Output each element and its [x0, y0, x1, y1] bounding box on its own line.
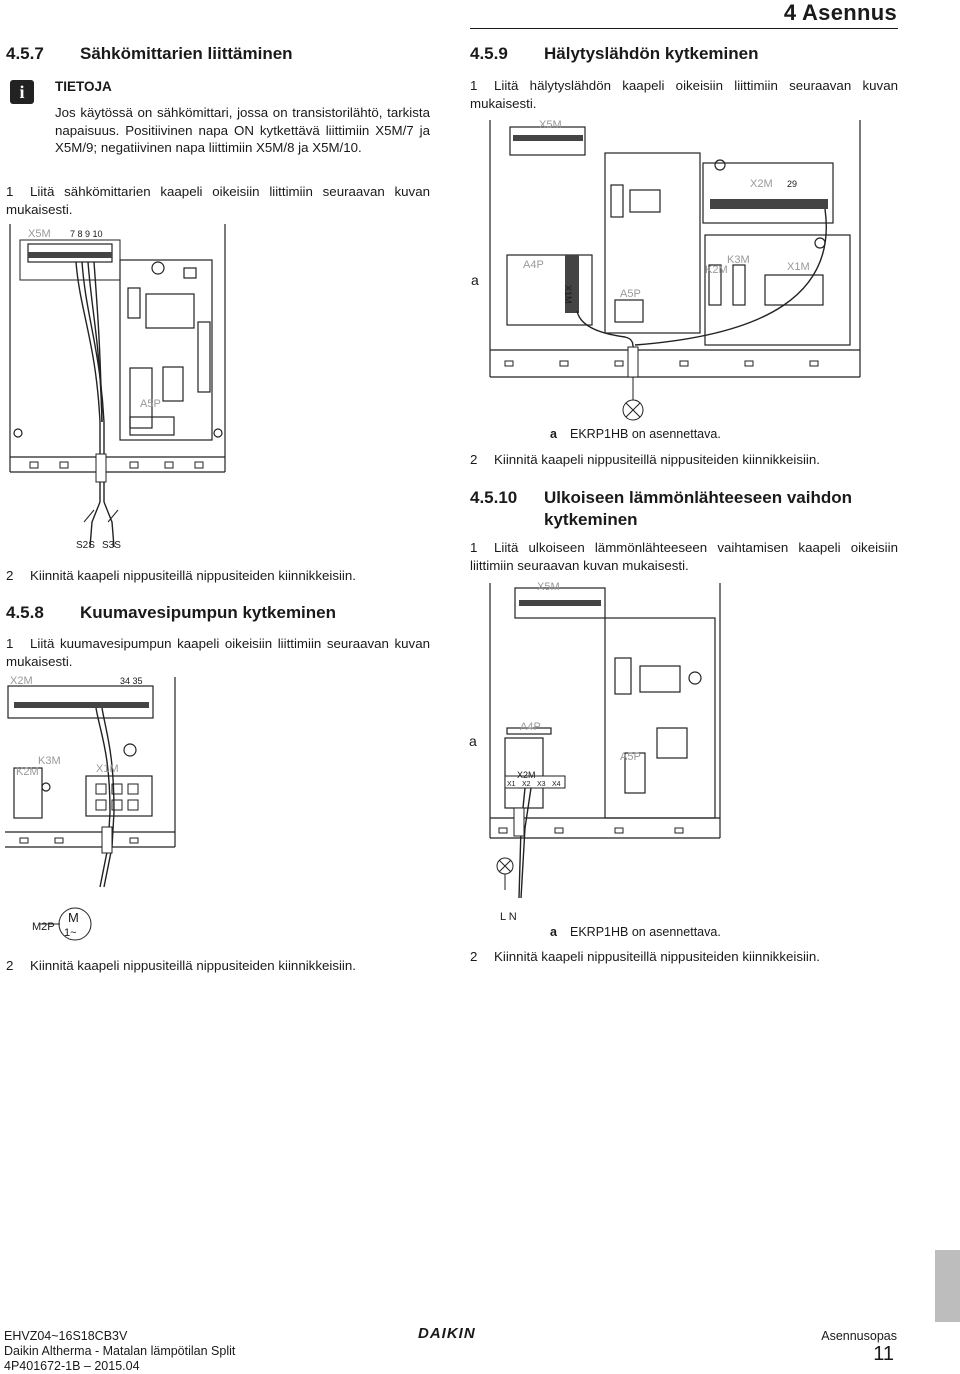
legend-4-5-9: a EKRP1HB on asennettava. — [550, 427, 721, 441]
step-2-4-5-7: 2 Kiinnitä kaapeli nippusiteillä nippusit… — [6, 567, 430, 585]
footer-doc-number: 4P401672-1B – 2015.04 — [4, 1359, 140, 1373]
x1m-vertical: X1M — [563, 285, 573, 304]
marker-a: a — [469, 733, 477, 749]
step-number: 2 — [470, 949, 478, 964]
step-text: Liitä kuumavesipumpun kaapeli oikeisiin … — [6, 636, 430, 669]
board-label: A5P — [140, 398, 161, 410]
legend-4-5-10: a EKRP1HB on asennettava. — [550, 925, 721, 939]
note-text: Jos käytössä on sähkömittari, jossa on t… — [55, 105, 430, 155]
step-text: Liitä ulkoiseen lämmönlähteeseen vaihtam… — [470, 540, 898, 573]
daikin-logo: DAIKIN — [418, 1325, 476, 1342]
x2m-label: X2M — [750, 178, 773, 190]
pin-label: 7 8 9 10 — [70, 229, 103, 239]
s3s-label: S3S — [102, 540, 121, 551]
x2m-label: X2M — [517, 770, 536, 780]
section-number: 4.5.7 — [6, 44, 44, 63]
legend-text: EKRP1HB on asennettava. — [570, 427, 721, 441]
pin-label: 34 35 — [120, 676, 143, 686]
step-number: 1 — [6, 184, 14, 199]
figure-electricity-meter: X5M 7 8 9 10 A5P S2S S3S — [0, 222, 440, 552]
chapter-header: 4 Asennus — [783, 0, 897, 25]
figure-hot-water-pump: X2M 34 35 K2M K3M X1M M2P M 1~ — [0, 672, 440, 947]
footer-left: EHVZ04~16S18CB3V Daikin Altherma - Matal… — [4, 1329, 235, 1374]
step-number: 1 — [470, 540, 478, 555]
pin-x4: X4 — [552, 781, 561, 788]
section-4-5-10-title: 4.5.10 Ulkoiseen lämmönlähteeseen vaihdon… — [470, 487, 890, 531]
legend-key: a — [550, 925, 557, 939]
section-4-5-8-title: 4.5.8 Kuumavesipumpun kytkeminen — [6, 603, 336, 623]
step-text: Kiinnitä kaapeli nippusiteillä nippusite… — [494, 452, 820, 467]
x1m-label: X1M — [787, 261, 810, 273]
section-4-5-9-title: 4.5.9 Hälytyslähdön kytkeminen — [470, 44, 758, 64]
k3m-label: K3M — [727, 254, 750, 266]
section-number: 4.5.8 — [6, 603, 44, 622]
step-text: Liitä sähkömittarien kaapeli oikeisiin l… — [6, 184, 430, 217]
motor-m: M — [68, 910, 79, 925]
pin-x2: X2 — [522, 781, 531, 788]
a4p-label: A4P — [520, 721, 541, 733]
x5m-label: X5M — [537, 581, 560, 593]
a5p-label: A5P — [620, 288, 641, 300]
section-4-5-7-title: 4.5.7 Sähkömittarien liittäminen — [6, 44, 293, 64]
pump-label: M2P — [32, 921, 55, 933]
k3m-label: K3M — [38, 755, 61, 767]
terminal-label: X5M — [28, 228, 51, 240]
footer-product: Daikin Altherma - Matalan lämpötilan Spl… — [4, 1344, 236, 1358]
k2m-label: K2M — [16, 766, 39, 778]
section-number: 4.5.9 — [470, 44, 508, 63]
figure-alarm-output: X5M X2M 29 a A4P X1M A5P K2M K3M X1M — [465, 115, 865, 425]
step-2-4-5-8: 2 Kiinnitä kaapeli nippusiteillä nippusit… — [6, 957, 430, 975]
section-title: Ulkoiseen lämmönlähteeseen vaihdon kytke… — [544, 488, 852, 529]
a5p-label: A5P — [620, 751, 641, 763]
terminal-label: X2M — [10, 675, 33, 687]
step-number: 2 — [6, 568, 14, 583]
step-text: Kiinnitä kaapeli nippusiteillä nippusite… — [30, 568, 356, 583]
x5m-label: X5M — [539, 119, 562, 131]
page-number: 11 — [873, 1343, 894, 1365]
figure-external-heat-source: X5M a A4P A5P X2M X1 X2 X3 X4 L N — [465, 578, 865, 923]
side-tab-marker — [935, 1250, 960, 1322]
a4p-label: A4P — [523, 259, 544, 271]
step-text: Liitä hälytyslähdön kaapeli oikeisiin li… — [470, 78, 898, 111]
step-number: 1 — [470, 78, 478, 93]
step-number: 1 — [6, 636, 14, 651]
legend-key: a — [550, 427, 557, 441]
step-text: Kiinnitä kaapeli nippusiteillä nippusite… — [494, 949, 820, 964]
note-title: TIETOJA — [55, 79, 112, 94]
info-icon: i — [10, 80, 34, 104]
pin-label: 29 — [787, 179, 797, 189]
step-number: 2 — [6, 958, 14, 973]
section-number: 4.5.10 — [470, 488, 518, 507]
pin-x1: X1 — [507, 781, 516, 788]
pin-x3: X3 — [537, 781, 546, 788]
legend-text: EKRP1HB on asennettava. — [570, 925, 721, 939]
header-rule — [470, 28, 898, 29]
footer-model: EHVZ04~16S18CB3V — [4, 1329, 128, 1343]
s2s-label: S2S — [76, 540, 95, 551]
section-title: Sähkömittarien liittäminen — [80, 44, 293, 63]
step-number: 2 — [470, 452, 478, 467]
step-2-4-5-10: 2 Kiinnitä kaapeli nippusiteillä nippusit… — [470, 948, 898, 966]
step-2-4-5-9: 2 Kiinnitä kaapeli nippusiteillä nippusit… — [470, 451, 898, 469]
step-text: Kiinnitä kaapeli nippusiteillä nippusite… — [30, 958, 356, 973]
k2m-label: K2M — [705, 264, 728, 276]
x1m-label: X1M — [96, 763, 119, 775]
section-title: Hälytyslähdön kytkeminen — [544, 44, 759, 63]
footer-manual: Asennusopas — [821, 1329, 897, 1343]
motor-phase: 1~ — [64, 927, 77, 939]
marker-a: a — [471, 272, 479, 288]
ln-label: L N — [500, 911, 517, 923]
section-title: Kuumavesipumpun kytkeminen — [80, 603, 337, 622]
